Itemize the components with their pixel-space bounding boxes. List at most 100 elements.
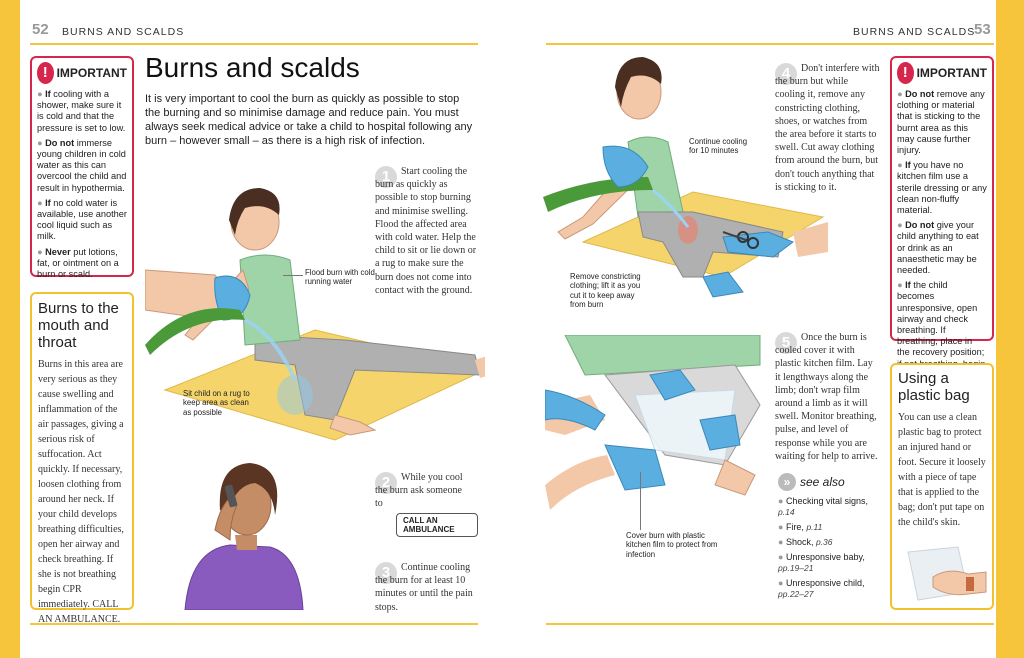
- see-also-list: ● Checking vital signs, p.14● Fire, p.11…: [778, 496, 878, 600]
- label-continue-cooling: Continue cooling for 10 minutes: [689, 137, 748, 156]
- important-item-lead: Never: [45, 246, 71, 257]
- step-2-number: 2: [375, 472, 397, 494]
- important-item-text: cooling with a shower, make sure it is c…: [37, 89, 126, 133]
- mouth-throat-body: Burns in this area are very serious as t…: [38, 359, 124, 625]
- important-list: ● Do not remove any clothing or material…: [897, 89, 987, 403]
- important-item: ● Never put lotions, fat, or ointment on…: [37, 247, 127, 281]
- page-number-right: 53: [974, 21, 991, 38]
- label-flood-burn: Flood burn with cold running water: [305, 268, 375, 287]
- see-also-link[interactable]: ● Unresponsive child, pp.22–27: [778, 578, 878, 600]
- cover-burn-illustration: [545, 335, 761, 510]
- important-item-lead: Do not: [45, 137, 75, 148]
- see-also-link[interactable]: ● Shock, p.36: [778, 537, 878, 548]
- step-4-text: Don't interfere with the burn but while …: [775, 63, 880, 193]
- important-item-text: put lotions, fat, or ointment on a burn …: [37, 246, 119, 280]
- mouth-throat-title: Burns to the mouth and throat: [38, 300, 119, 351]
- leader-cover: [640, 472, 641, 530]
- step-1-text: Start cooling the burn as quickly as pos…: [375, 166, 477, 296]
- important-item: ● If no cold water is available, use ano…: [37, 198, 127, 243]
- warning-icon: !: [37, 62, 54, 84]
- important-item-text: no cold water is available, use another …: [37, 197, 127, 242]
- right-page-edge: [996, 0, 1024, 658]
- see-also-label: Unresponsive baby,: [785, 552, 865, 562]
- running-header-left: BURNS AND SCALDS: [62, 26, 185, 38]
- plastic-bag-hand-illustration: [907, 546, 987, 601]
- important-item: ● If cooling with a shower, make sure it…: [37, 89, 127, 134]
- label-cover-film: Cover burn with plastic kitchen film to …: [626, 531, 718, 559]
- step-5-number: 5: [775, 332, 797, 354]
- important-item-text: remove any clothing or material that is …: [897, 89, 985, 156]
- important-item-text: immerse young children in cold water as …: [37, 137, 127, 193]
- important-item-lead: If: [905, 280, 911, 291]
- step-3-text: Continue cooling the burn for at least 1…: [375, 562, 473, 613]
- phone-call-illustration: [184, 463, 304, 610]
- cooling-burn-illustration: [145, 188, 485, 441]
- header-rule-right: [546, 43, 994, 45]
- important-item: ● Do not remove any clothing or material…: [897, 89, 987, 156]
- see-also-label: Checking vital signs,: [785, 496, 868, 506]
- important-item-lead: If: [45, 89, 51, 99]
- bullet-icon: ●: [897, 280, 906, 291]
- important-item-text: give your child anything to eat or drink…: [897, 220, 979, 276]
- remove-clothing-illustration: [543, 57, 828, 298]
- important-item-lead: Do not: [905, 89, 935, 99]
- label-sit-on-rug: Sit child on a rug to keep area as clean…: [183, 389, 250, 417]
- step-1-number: 1: [375, 166, 397, 188]
- header-rule-left: [30, 43, 478, 45]
- bullet-icon: ●: [778, 496, 786, 506]
- see-also-label: Shock,: [785, 537, 816, 547]
- step-3-number: 3: [375, 562, 397, 584]
- page-number-left: 52: [32, 21, 49, 38]
- important-title: IMPORTANT: [56, 66, 127, 80]
- bullet-icon: ●: [37, 89, 46, 99]
- see-also-page: p.14: [778, 507, 795, 517]
- double-chevron-icon: »: [778, 473, 796, 491]
- bullet-icon: ●: [778, 552, 786, 562]
- see-also-page: pp.22–27: [778, 589, 814, 599]
- see-also-link[interactable]: ● Unresponsive baby, pp.19–21: [778, 552, 878, 574]
- plastic-bag-body: You can use a clean plastic bag to prote…: [898, 412, 986, 528]
- bullet-icon: ●: [37, 246, 46, 257]
- leader-flood: [283, 275, 303, 276]
- call-ambulance-badge: CALL AN AMBULANCE: [396, 513, 478, 537]
- mouth-throat-box: Burns to the mouth and throat Burns in t…: [30, 292, 134, 625]
- intro-paragraph: It is very important to cool the burn as…: [145, 93, 473, 147]
- important-item: ● If you have no kitchen film use a ster…: [897, 160, 987, 216]
- see-also-page: p.36: [815, 537, 833, 547]
- important-item-lead: If: [45, 197, 51, 208]
- important-item: ● Do not immerse young children in cold …: [37, 138, 127, 194]
- important-list: ● If cooling with a shower, make sure it…: [37, 89, 127, 280]
- plastic-bag-box: Using a plastic bag You can use a clean …: [890, 363, 994, 610]
- bullet-icon: ●: [897, 220, 906, 231]
- see-also-panel: » see also ● Checking vital signs, p.14●…: [778, 473, 878, 603]
- running-header-right: BURNS AND SCALDS: [853, 26, 976, 38]
- see-also-page: pp.19–21: [778, 563, 814, 573]
- see-also-label: Unresponsive child,: [785, 578, 865, 588]
- warning-icon: !: [897, 62, 914, 84]
- see-also-page: p.11: [806, 522, 823, 532]
- see-also-link[interactable]: ● Checking vital signs, p.14: [778, 496, 878, 518]
- important-box-left: ! IMPORTANT ● If cooling with a shower, …: [30, 56, 134, 280]
- step-2-text: While you cool the burn ask someone to: [375, 472, 463, 510]
- see-also-label: Fire,: [785, 522, 807, 532]
- bullet-icon: ●: [778, 578, 786, 588]
- important-title: IMPORTANT: [916, 66, 987, 80]
- important-item-lead: If: [905, 160, 911, 171]
- see-also-title: see also: [800, 475, 845, 489]
- important-item-lead: Do not: [905, 220, 935, 231]
- important-box-right: ! IMPORTANT ● Do not remove any clothing…: [890, 56, 994, 402]
- bullet-icon: ●: [897, 89, 906, 99]
- important-item: ● Do not give your child anything to eat…: [897, 220, 987, 276]
- bullet-icon: ●: [37, 137, 46, 148]
- bullet-icon: ●: [897, 160, 906, 171]
- see-also-link[interactable]: ● Fire, p.11: [778, 522, 878, 533]
- left-page-edge: [0, 0, 20, 658]
- page-title: Burns and scalds: [145, 52, 360, 83]
- bullet-icon: ●: [778, 537, 786, 547]
- step-5-text: Once the burn is cooled cover it with pl…: [775, 332, 878, 462]
- bullet-icon: ●: [37, 197, 46, 208]
- step-4-number: 4: [775, 63, 797, 85]
- bullet-icon: ●: [778, 522, 786, 532]
- footer-rule-right: [546, 623, 994, 625]
- footer-rule-left: [30, 623, 478, 625]
